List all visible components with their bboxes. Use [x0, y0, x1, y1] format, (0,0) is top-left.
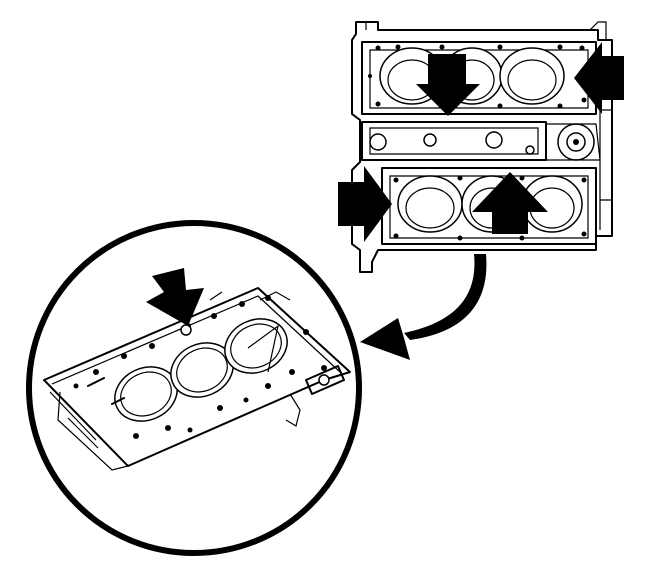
arrow-down-gasket-dowel-icon: [146, 268, 204, 326]
upper-bank-deck: [361, 41, 597, 115]
curved-pointer-arrow-icon: [360, 254, 487, 360]
gasket-detail-view: [26, 220, 362, 556]
arrow-down-top-bank-icon: [416, 54, 480, 116]
cylinder-head-gasket: [43, 287, 351, 471]
arrow-left-right-side-icon: [574, 42, 624, 114]
lower-cylinder-bore-1: [397, 175, 463, 233]
upper-cylinder-bore-3: [499, 47, 565, 105]
arrow-up-lower-bank-icon: [472, 172, 548, 234]
block-valley: [361, 121, 601, 161]
gasket-cylinder-opening-3: [224, 318, 288, 374]
locating-dowel: [180, 324, 192, 336]
engine-block: [351, 21, 613, 273]
arrow-right-left-side-icon: [338, 166, 392, 242]
